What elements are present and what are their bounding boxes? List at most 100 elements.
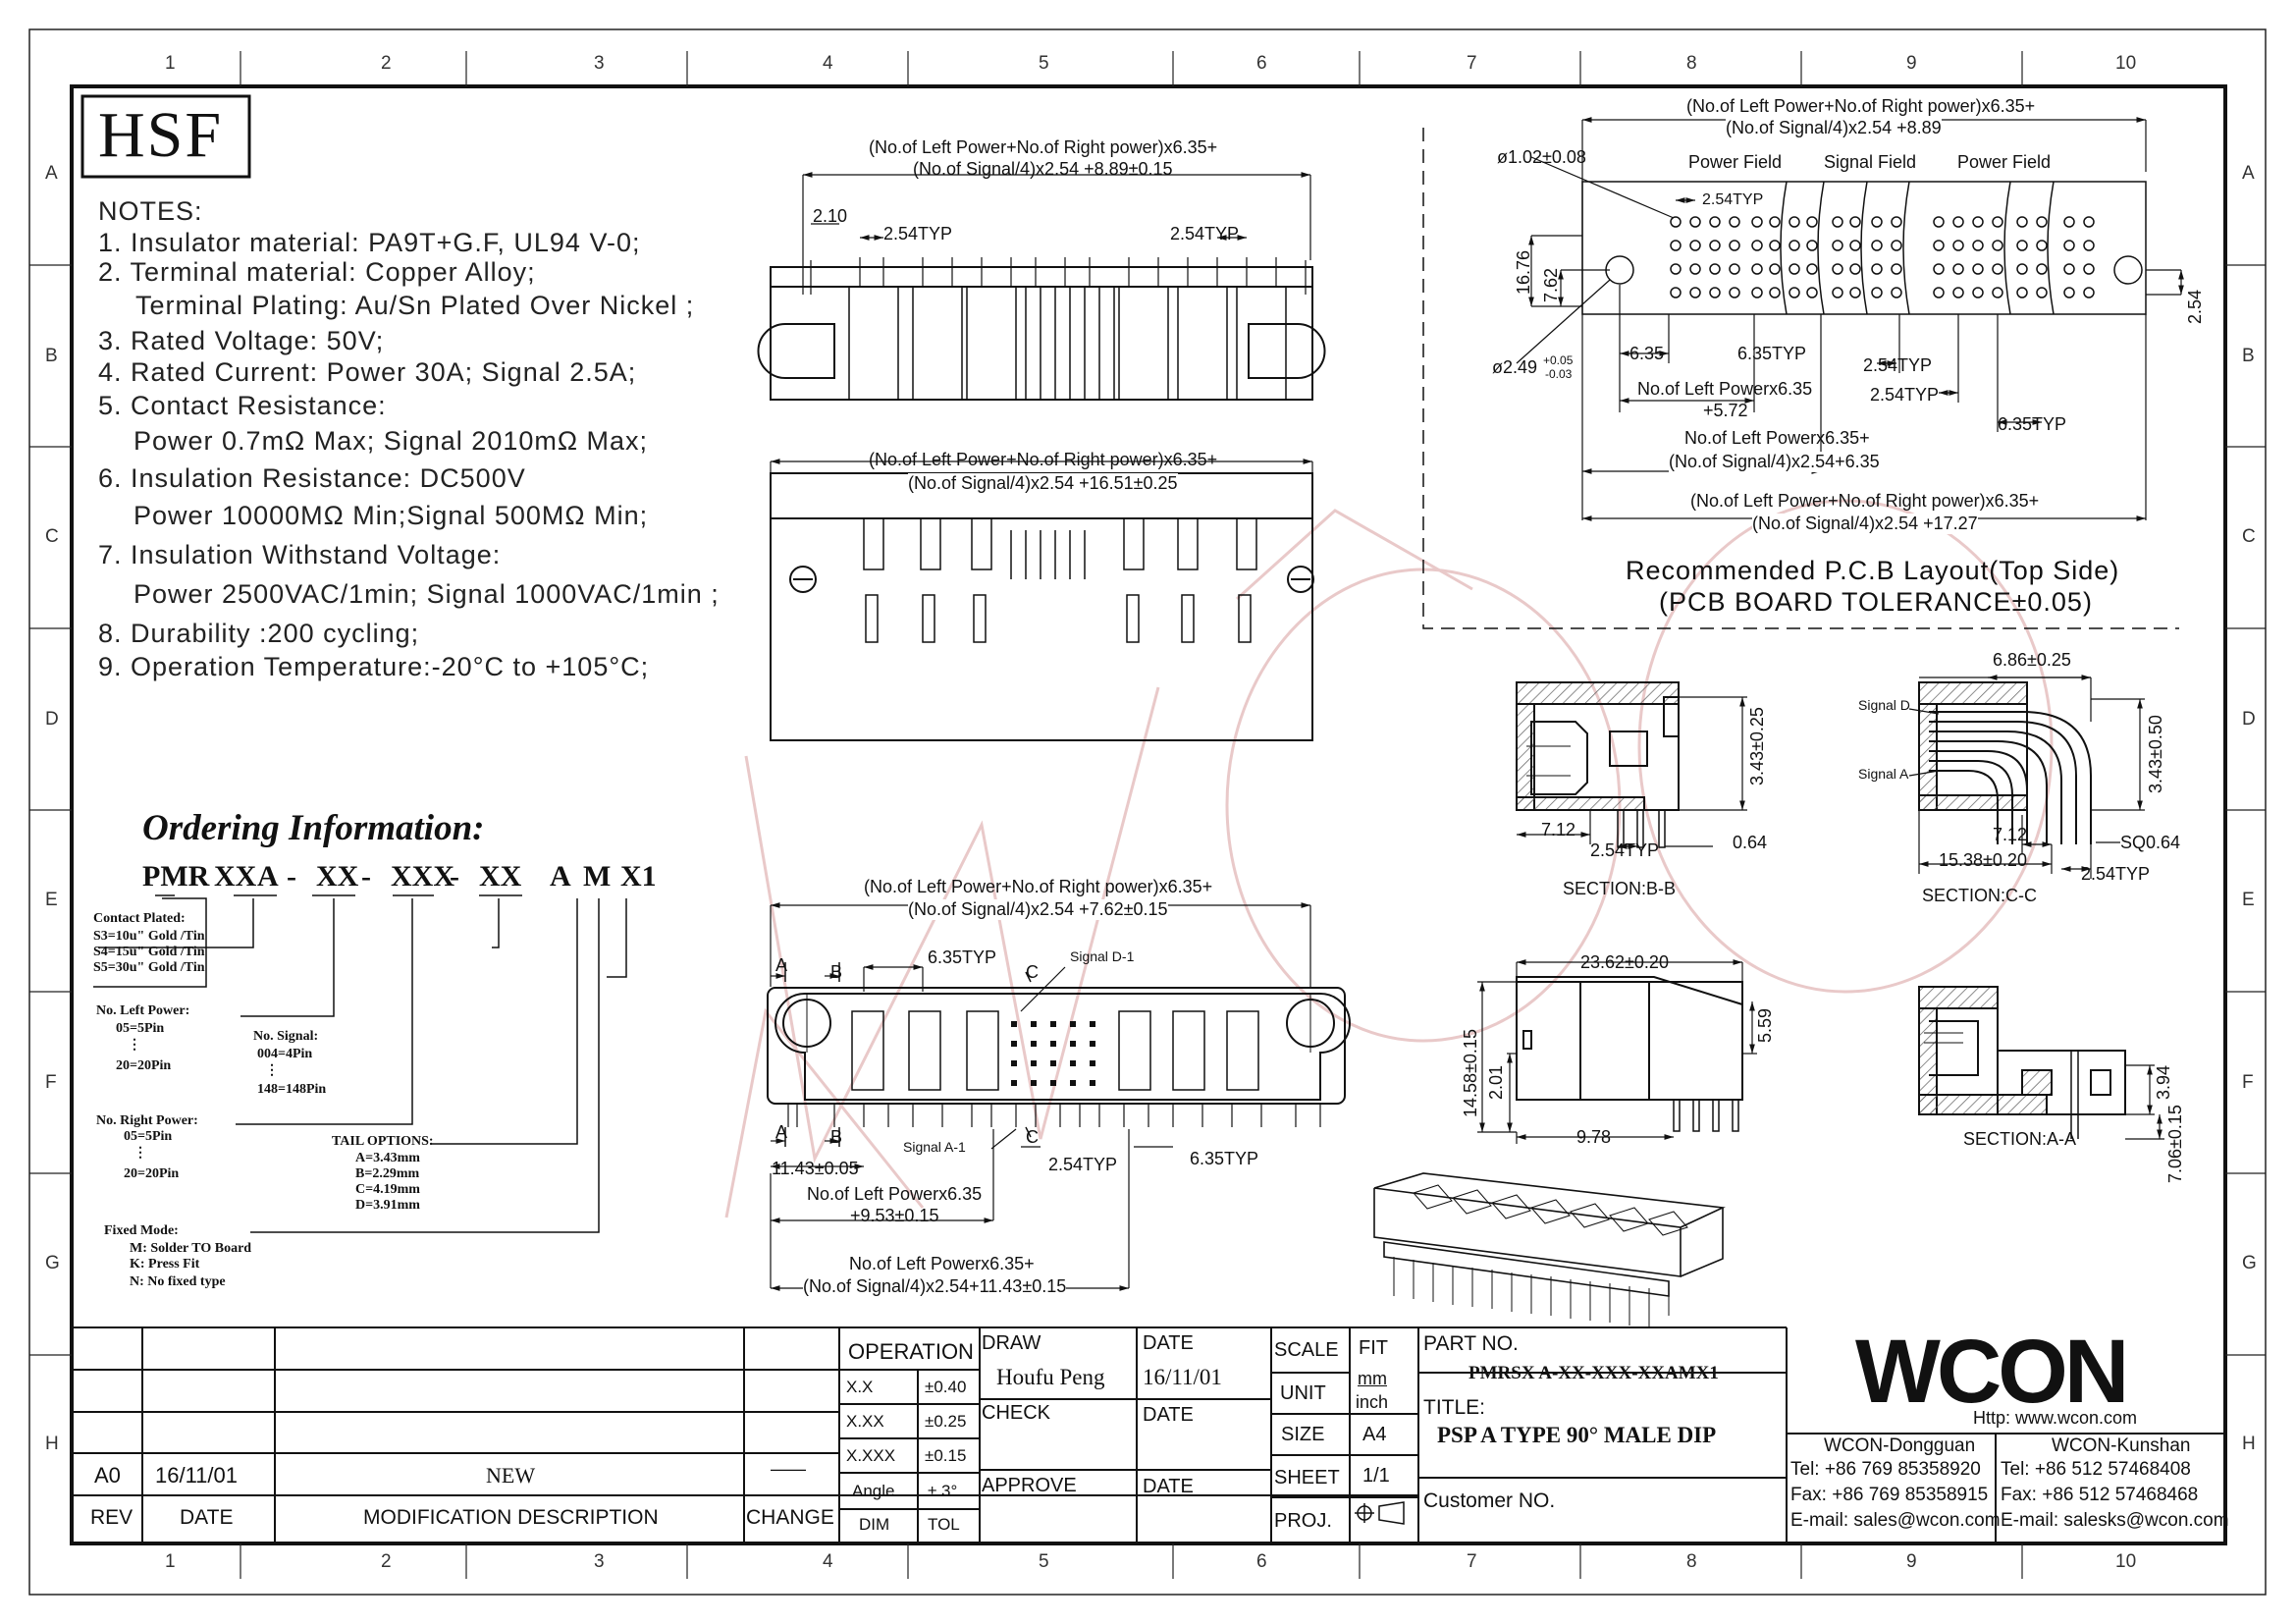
bottom-view — [767, 902, 1351, 1291]
tol-row-value: ±0.25 — [925, 1412, 967, 1431]
dim-formula: (No.of Left Power+No.of Right power)x6.3… — [864, 877, 1213, 896]
tol-row-name: X.XXX — [846, 1446, 896, 1465]
dim-formula: (No.of Left Power+No.of Right power)x6.3… — [869, 137, 1218, 157]
dim-formula: (No.of Left Power+No.of Right power)x6.3… — [1686, 96, 2036, 116]
code-dash3: - — [450, 860, 459, 893]
size-label: SIZE — [1281, 1424, 1325, 1445]
left-power-label: No. Left Power: — [96, 1003, 190, 1018]
dim-value: 6.35TYP — [928, 947, 997, 967]
pcb-caption: Recommended P.C.B Layout(Top Side) — [1626, 556, 2120, 585]
kunshan-email: E-mail: salesks@wcon.com — [2001, 1510, 2229, 1531]
note-line: Terminal Plating: Au/Sn Plated Over Nick… — [135, 291, 695, 320]
note-line: 8. Durability :200 cycling; — [98, 619, 420, 648]
check-label: CHECK — [982, 1402, 1051, 1424]
section-mark: A — [775, 1122, 788, 1142]
dim-formula: (No.of Signal/4)x2.54 +8.89±0.15 — [913, 159, 1173, 179]
zone-col-3-b: 3 — [594, 1551, 605, 1572]
section-bb — [1516, 681, 1747, 849]
dim-value: 23.62±0.20 — [1580, 952, 1669, 972]
section-label: SECTION:B-B — [1563, 879, 1677, 898]
dim-value: 2.10 — [813, 206, 848, 226]
ordering-leaders — [93, 894, 627, 1233]
section-mark: C — [1026, 962, 1039, 982]
signal-label: Signal A-1 — [903, 1139, 966, 1155]
dim-formula: No.of Left Powerx6.35 — [1637, 379, 1813, 399]
note-line: 5. Contact Resistance: — [98, 391, 387, 420]
dim-formula: (No.of Left Power+No.of Right power)x6.3… — [1690, 491, 2040, 511]
top-view — [757, 172, 1326, 401]
note-line: Power 2500VAC/1min; Signal 1000VAC/1min … — [133, 579, 720, 609]
dim-formula: No.of Left Powerx6.35+ — [849, 1254, 1035, 1273]
note-line: 3. Rated Voltage: 50V; — [98, 326, 385, 355]
dim-formula: (No.of Signal/4)x2.54 +17.27 — [1752, 514, 1978, 534]
signal-label: No. Signal: — [253, 1029, 319, 1044]
signal-item: ⋮ — [265, 1063, 279, 1078]
zone-col-9-b: 9 — [1906, 1551, 1917, 1572]
dim-value: 2.54TYP — [2081, 864, 2151, 884]
tol-row-value: ±0.40 — [925, 1378, 967, 1396]
contact-plated-item: S4=15u" Gold /Tin — [93, 945, 205, 959]
tail-item: D=3.91mm — [355, 1198, 420, 1213]
zone-col-4-b: 4 — [823, 1551, 833, 1572]
zone-col-2-b: 2 — [381, 1551, 392, 1572]
dim-value: 2.54TYP — [1870, 385, 1940, 405]
company-url: Http: www.wcon.com — [1973, 1408, 2138, 1428]
zone-col-7: 7 — [1467, 53, 1477, 74]
zone-col-2: 2 — [381, 53, 392, 74]
dim-value: ø1.02±0.08 — [1497, 147, 1586, 167]
tol-row-value: ±0.15 — [925, 1446, 967, 1465]
zone-col-1-b: 1 — [165, 1551, 176, 1572]
dim-value: 7.62 — [1541, 267, 1561, 302]
left-power-item: 20=20Pin — [116, 1058, 172, 1073]
signal-item: 004=4Pin — [257, 1047, 313, 1061]
dim-value: 2.54TYP — [883, 224, 953, 244]
zone-col-9: 9 — [1906, 53, 1917, 74]
signal-label: Signal D-1 — [1070, 948, 1135, 964]
right-power-item: 20=20Pin — [124, 1166, 180, 1181]
dongguan-name: WCON-Dongguan — [1824, 1435, 1976, 1456]
sheet-value: 1/1 — [1362, 1465, 1390, 1487]
operation-label: OPERATION — [848, 1339, 974, 1364]
right-power-item: ⋮ — [133, 1146, 147, 1161]
dim-formula: No.of Left Powerx6.35 — [807, 1184, 983, 1204]
code-xx3: XX — [479, 860, 522, 893]
kunshan-tel: Tel: +86 512 57468408 — [2001, 1459, 2191, 1480]
dim-formula: (No.of Signal/4)x2.54+11.43±0.15 — [803, 1276, 1067, 1297]
part-value: PMRSX A-XX-XXX-XXAMX1 — [1468, 1363, 1719, 1383]
zone-row-c-r: C — [2242, 526, 2256, 547]
signal-label: Signal D — [1858, 697, 1910, 713]
customer-label: Customer NO. — [1423, 1489, 1556, 1512]
code-a2: A — [550, 860, 571, 893]
dim-value: 3.43±0.50 — [2146, 715, 2165, 793]
dim-value: 6.35TYP — [1190, 1149, 1259, 1168]
wcon-logo-mark: WCON — [1855, 1322, 2129, 1422]
section-aa — [1918, 986, 2164, 1140]
zone-col-6-b: 6 — [1256, 1551, 1267, 1572]
code-pmr: PMR — [142, 860, 210, 893]
zone-row-f-r: F — [2242, 1072, 2254, 1093]
dim-value: 5.59 — [1755, 1007, 1775, 1043]
rev-change: —— — [771, 1459, 806, 1479]
projection-icon — [1355, 1501, 1405, 1525]
note-line: 1. Insulator material: PA9T+G.F, UL94 V-… — [98, 228, 641, 257]
ordering-title: Ordering Information: — [142, 808, 485, 848]
rev-value: A0 — [94, 1463, 121, 1488]
check-date-label: DATE — [1143, 1404, 1194, 1426]
unit-value-inch: inch — [1356, 1392, 1389, 1412]
front-view — [770, 459, 1314, 741]
fixed-mode-item: M: Solder TO Board — [130, 1241, 252, 1256]
dim-value: SQ0.64 — [2120, 833, 2181, 852]
part-label: PART NO. — [1423, 1332, 1519, 1355]
dim-formula: +5.72 — [1703, 401, 1748, 420]
unit-label: UNIT — [1280, 1382, 1326, 1404]
svg-text:WCON: WCON — [1855, 1322, 2125, 1422]
zone-col-10-b: 10 — [2115, 1551, 2137, 1572]
tol-row-name: Angle — [852, 1482, 895, 1500]
dongguan-tel: Tel: +86 769 85358920 — [1790, 1459, 1981, 1480]
dim-value: 2.01 — [1486, 1064, 1506, 1100]
zone-row-d: D — [45, 709, 59, 730]
dim-value: 9.78 — [1576, 1127, 1612, 1147]
zone-row-h: H — [45, 1434, 59, 1454]
dim-value: 11.43±0.05 — [772, 1159, 859, 1178]
